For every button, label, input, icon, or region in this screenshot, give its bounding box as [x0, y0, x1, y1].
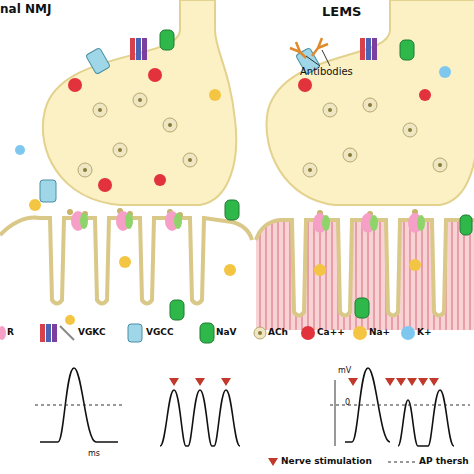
axis — [335, 380, 336, 446]
legend-text: Nerve stimulation — [281, 456, 372, 466]
vesicle-cores — [83, 98, 442, 172]
legend-text: NaV — [216, 327, 237, 337]
leader-line — [306, 50, 330, 66]
legend-icons — [0, 323, 415, 343]
presynaptic-terminal — [43, 0, 236, 205]
legend-entry: VGKC — [78, 327, 106, 337]
text-label: 0 — [345, 398, 350, 407]
text-label: nal NMJ — [0, 2, 51, 16]
legend-entry: K+ — [417, 327, 432, 337]
calcium-ions — [68, 68, 431, 192]
legend-entry: Ca++ — [317, 327, 345, 337]
presynaptic-terminal — [267, 0, 474, 205]
legend-entry: AP thersh — [419, 456, 469, 466]
text-label: LEMS — [322, 4, 361, 19]
vgcc-channel — [40, 47, 320, 202]
legend-text: K+ — [417, 327, 432, 337]
action-potential-trace — [40, 368, 454, 446]
legend-text: VGKC — [78, 327, 106, 337]
legend-text: Ca++ — [317, 327, 345, 337]
legend-text: ACh — [268, 327, 288, 337]
legend-text: VGCC — [146, 327, 174, 337]
legend-entry: Nerve stimulation — [281, 456, 372, 466]
ions — [15, 66, 451, 325]
postsynaptic-membrane — [0, 218, 252, 304]
antibody — [290, 38, 328, 58]
legend-entry: R — [7, 327, 14, 337]
legend-entry: VGCC — [146, 327, 174, 337]
legend-entry: NaV — [216, 327, 237, 337]
achr-receptor — [71, 211, 425, 233]
text-label: ms — [88, 449, 100, 458]
legend-entry: ACh — [268, 327, 288, 337]
nav-channel — [160, 30, 472, 320]
threshold-line — [35, 405, 470, 462]
muscle-fiber — [256, 220, 474, 330]
legend-text: Na+ — [369, 327, 390, 337]
text-label: Antibodies — [300, 66, 353, 77]
legend-text: AP thersh — [419, 456, 469, 466]
stimulus-marker — [169, 378, 439, 466]
legend-text: R — [7, 327, 14, 337]
legend-entry: Na+ — [369, 327, 390, 337]
vesicles — [78, 93, 447, 177]
text-label: mV — [338, 366, 351, 375]
